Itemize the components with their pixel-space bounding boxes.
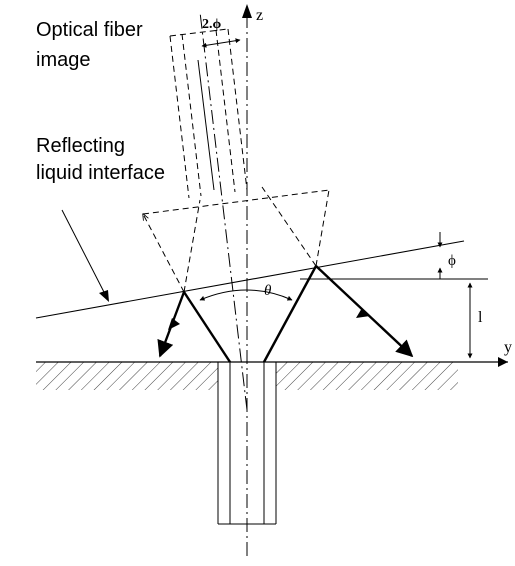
- two-phi-label: 2.ϕ: [202, 17, 222, 32]
- ray-left-incident: [182, 291, 232, 363]
- theta-arc: [199, 289, 293, 301]
- ray-right-incident: [262, 265, 318, 363]
- fiber-image-label-line1: Optical fiber: [36, 19, 143, 41]
- fiber-image-solid-line: [197, 59, 215, 191]
- theta-label: θ: [264, 283, 272, 299]
- phi-label: ϕ: [448, 253, 456, 269]
- two-phi-arrow: [201, 38, 241, 48]
- y-axis-label: y: [504, 339, 512, 356]
- fiber-image-label-line2: image: [36, 49, 91, 71]
- substrate-left: [36, 362, 218, 390]
- substrate-right: [276, 362, 458, 390]
- fiber-image-dashed: [169, 28, 248, 199]
- image-axis-line: [199, 11, 248, 411]
- z-axis-label: z: [256, 7, 264, 24]
- liquid-interface-line: [35, 240, 465, 319]
- z-axis-arrowhead: [242, 4, 252, 18]
- interface-label-line1: Reflecting: [36, 135, 125, 157]
- ray-left-mid-arrow: [168, 318, 180, 330]
- interface-label-line2: liquid interface: [36, 162, 165, 184]
- interface-pointer-arrowhead: [99, 290, 109, 302]
- virtual-cone-dashed: [143, 186, 330, 293]
- ray-right-mid-arrow: [356, 308, 370, 318]
- interface-pointer: [61, 209, 107, 297]
- y-axis-arrowhead: [498, 357, 508, 367]
- height-label: l: [478, 309, 483, 326]
